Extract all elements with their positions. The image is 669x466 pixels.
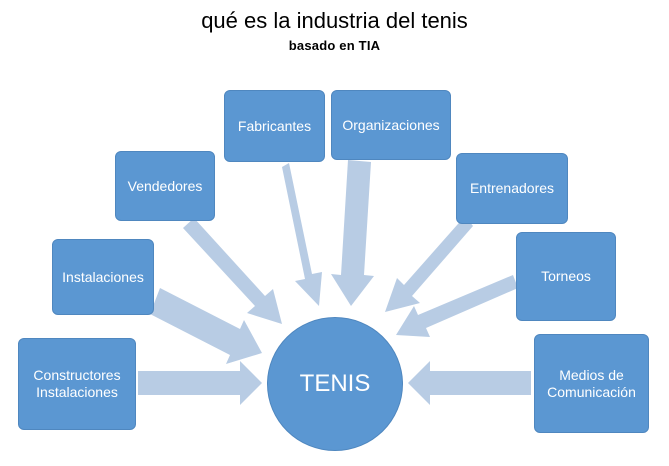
center-node-tenis: TENIS [267,317,403,451]
arrow-instalaciones-icon [150,288,262,364]
diagram-title: qué es la industria del tenis [201,8,468,33]
node-medios: Medios de Comunicación [534,334,649,433]
node-torneos: Torneos [516,232,616,321]
arrow-vendedores-icon [183,218,282,324]
arrow-fabricantes-icon [282,163,322,306]
arrow-medios-icon [408,361,531,405]
node-organizaciones: Organizaciones [331,90,451,160]
arrow-constructores-icon [138,361,262,405]
diagram-subtitle: basado en TIA [288,38,381,53]
node-fabricantes: Fabricantes [224,90,325,162]
arrow-torneos-icon [396,275,518,337]
node-instalaciones: Instalaciones [52,239,154,315]
node-constructores: Constructores Instalaciones [18,338,136,430]
arrow-entrenadores-icon [385,216,473,312]
node-entrenadores: Entrenadores [456,153,568,224]
node-vendedores: Vendedores [115,151,215,221]
arrow-organizaciones-icon [331,160,374,306]
